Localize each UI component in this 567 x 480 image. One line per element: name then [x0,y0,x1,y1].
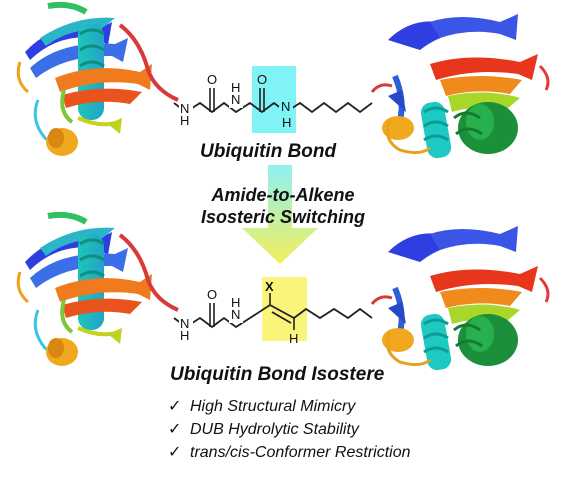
check-icon: ✓ [168,444,182,461]
atom-top-n-2: N [231,92,240,107]
atom-top-h-2: H [231,80,240,95]
arrow-caption-line-2: Isosteric Switching [200,207,366,227]
atom-top-h-3: H [282,115,291,130]
atom-bottom-n-1: N [180,316,189,331]
protein-ribbon-icon-top-left [16,1,179,156]
atom-top-h-1: H [180,113,189,128]
bullet-text-1: High Structural Mimicry [190,398,356,415]
atom-top-o-1: O [207,72,217,87]
arrow-caption-line-1: Amide-to-Alkene [211,185,355,205]
atom-bottom-o-1: O [207,287,217,302]
protein-ribbon-icon-bottom-left [16,211,179,366]
protein-ribbon-icon-bottom-right [370,226,550,371]
ubiquitin-bond-label: Ubiquitin Bond [200,141,337,162]
protein-ribbon-icon-top-right [370,14,550,159]
alkene-highlight-box [262,277,307,341]
top-backbone [173,101,373,114]
atom-top-n-3: N [281,99,290,114]
bullet-text-2: DUB Hydrolytic Stability [190,421,359,438]
atom-bottom-n-2: N [231,307,240,322]
atom-bottom-h-alkene: H [289,331,298,346]
atom-bottom-x: X [265,279,274,294]
atom-top-n-1: N [180,101,189,116]
ubiquitin-bond-isostere-label: Ubiquitin Bond Isostere [170,364,385,385]
atom-bottom-h-2: H [231,295,240,310]
arrow-caption: Amide-to-Alkene Isosteric Switching [178,184,388,228]
bullet-text-3: trans/cis-Conformer Restriction [190,444,411,461]
atom-bottom-h-1: H [180,328,189,343]
down-arrow-icon [242,165,318,264]
alkene-double-bond [271,311,292,324]
check-icon: ✓ [168,421,182,438]
check-icon: ✓ [168,398,182,415]
bullet-item-2: ✓ DUB Hydrolytic Stability [168,419,359,439]
atom-top-o-2: O [257,72,267,87]
bullet-item-1: ✓ High Structural Mimicry [168,396,355,416]
bullet-item-3: ✓ trans/cis-Conformer Restriction [168,442,411,462]
